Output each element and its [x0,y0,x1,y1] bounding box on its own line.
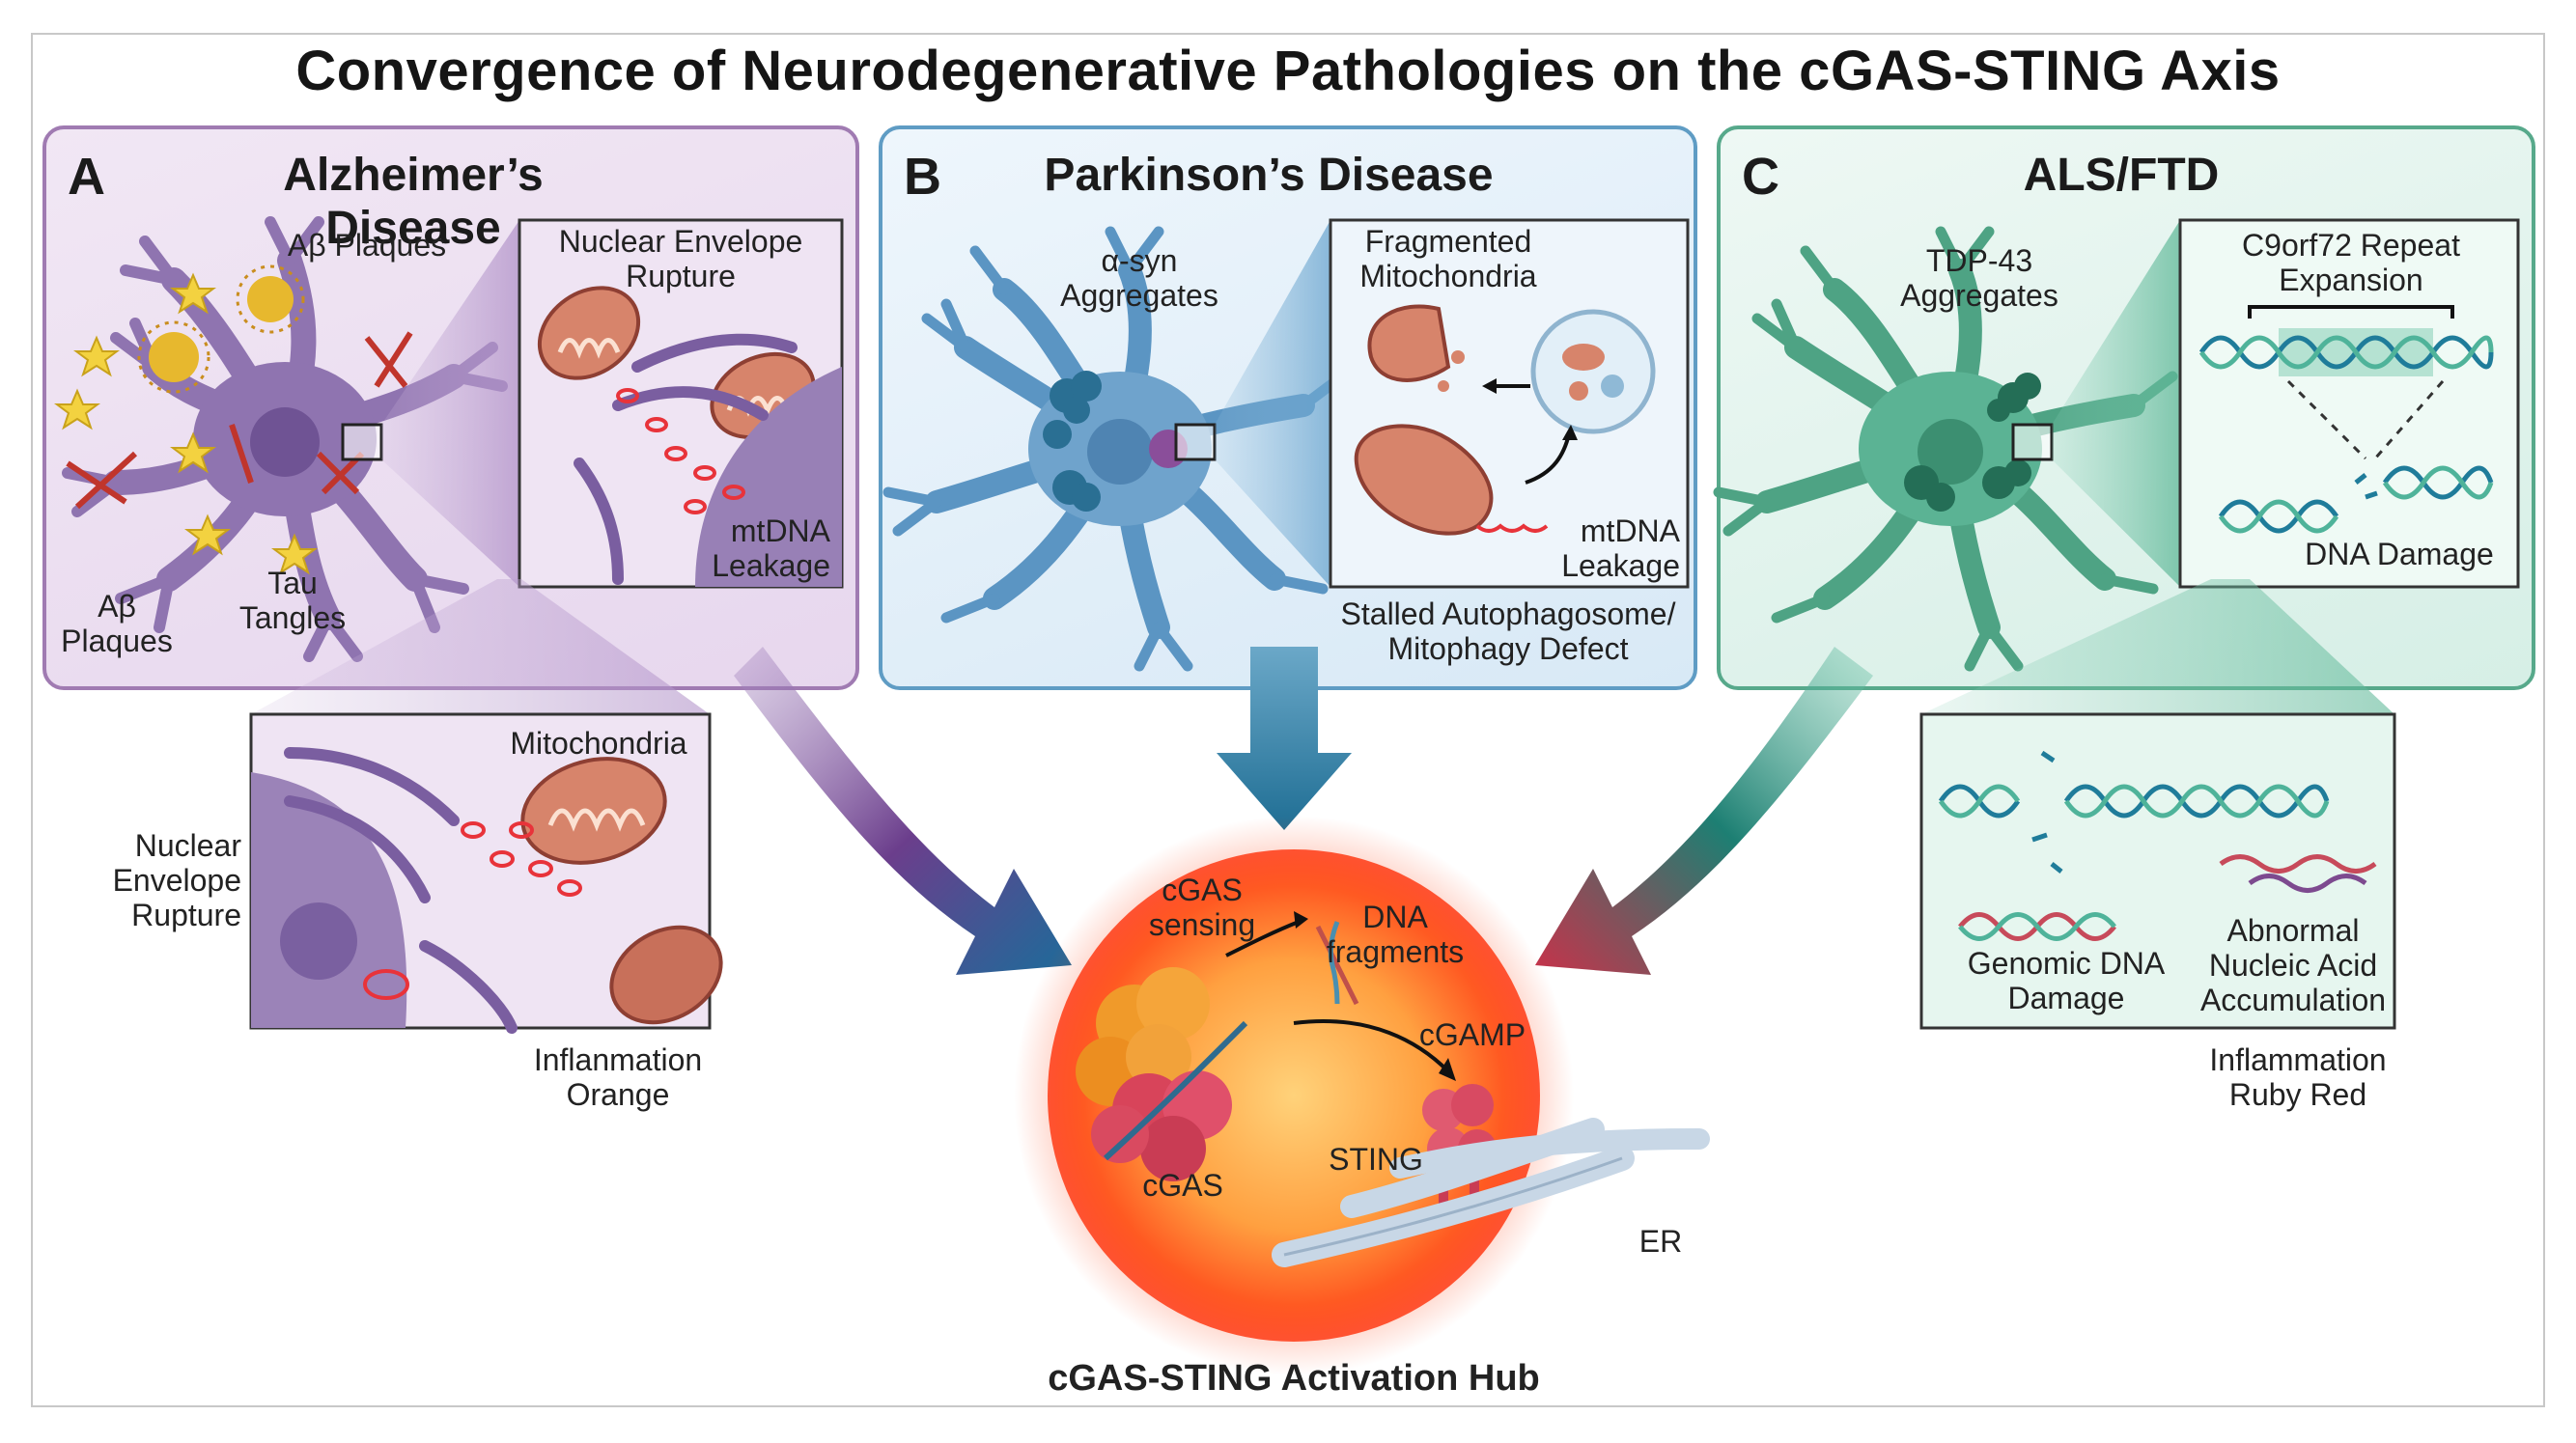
label-fragmented-mitochondria: Fragmented Mitochondria [1359,224,1537,293]
nucleolus-a2 [280,902,357,980]
er-membranes-a2 [284,747,518,1034]
dna-helix-icon-c2 [1938,750,2330,874]
label-tdp43-aggregates: TDP-43 Aggregates [1900,243,2058,313]
label-stalled-autophagosome: Stalled Autophagosome/ Mitophagy Defect [1340,597,1676,666]
label-mtdna-leakage-a: mtDNA Leakage [712,513,830,583]
label-cgas-sensing: cGAS sensing [1148,873,1256,942]
repeat-bracket [2248,305,2454,319]
label-dna-damage: DNA Damage [2305,537,2494,571]
label-inflammation-ruby-red: Inflammation Ruby Red [2209,1042,2387,1112]
dna-helix-icon-c1 [2198,335,2494,370]
dna-strand-hub [1103,1020,1248,1161]
label-cgamp: cGAMP [1418,1017,1526,1052]
arrow-head-sensing [1294,911,1308,929]
zoom-marker-c [2011,423,2054,461]
label-genomic-dna-damage: Genomic DNA Damage [1967,946,2166,1015]
arrow-head-b1 [1482,378,1497,394]
mitochondrion-icon-a2 [520,757,723,1025]
label-er: ER [1638,1224,1683,1259]
label-mitochondria: Mitochondria [510,726,687,761]
fragmented-mitochondria-icon [1354,304,1549,536]
arrow-a-to-hub [734,647,1072,975]
arrow-head-b2 [1562,425,1578,440]
star-deposits-icon [54,272,318,575]
er-icon [1272,1118,1710,1267]
panel-a-letter: A [68,148,105,206]
label-c9orf72-expansion: C9orf72 Repeat Expansion [2242,228,2460,297]
zoom-beam-c2 [1921,579,2394,714]
dna-fragments-icon [1315,921,1359,1006]
label-ab-plaques-bottom: Aβ Plaques [61,589,173,658]
arrow-b-to-hub [1217,647,1352,830]
panel-b-title: Parkinson’s Disease [1044,150,1494,201]
tdp43-aggregates-icon [1904,373,2041,512]
hub-caption: cGAS-STING Activation Hub [1048,1358,1540,1399]
figure-title: Convergence of Neurodegenerative Patholo… [295,40,2281,102]
label-dna-fragments: DNA fragments [1326,900,1465,969]
panel-a-title: Alzheimer’s Disease [283,150,544,254]
zoom-panel-c [1919,712,2396,1030]
zoom-marker-b [1174,423,1217,461]
label-ab-plaques-top: Aβ Plaques [287,228,447,263]
panel-b-letter: B [904,148,941,206]
label-mtdna-leakage-b: mtDNA Leakage [1561,513,1680,583]
label-nuclear-envelope-rupture: Nuclear Envelope Rupture [558,224,803,293]
amyloid-plaques-icon [137,264,305,394]
label-asyn-aggregates: α-syn Aggregates [1060,243,1218,313]
nucleic-acid-strands-icon [2219,854,2377,893]
panel-c-letter: C [1742,148,1779,206]
tau-tangles-icon [66,331,413,510]
cgas-protein-icon [1076,967,1232,1181]
figure-frame [31,33,2545,1407]
label-cgas: cGAS [1142,1168,1223,1203]
zoom-beam-b [1215,220,1330,587]
inset-c [2178,218,2520,589]
label-abnormal-nucleic-acid: Abnormal Nucleic Acid Accumulation [2199,913,2387,1017]
label-nuclear-envelope-rupture-zoom: Nuclear Envelope Rupture [112,828,241,932]
label-sting: STING [1329,1142,1423,1177]
zoom-beam-c [2052,220,2180,587]
zoom-marker-a [341,423,383,461]
zoom-beam-a2 [251,579,710,714]
arrow-c-to-hub [1535,647,1873,975]
mtdna-leakage-icon [616,388,745,514]
arrow-cgamp [1293,1019,1450,1073]
autophagosome-icon [1530,309,1656,434]
label-inflammation-orange: Inflanmation Orange [533,1042,703,1112]
zoom-beam-a [381,220,519,587]
arrow-head-cgamp [1439,1058,1456,1081]
arrow-sensing [1225,920,1300,957]
zoom-dashes [2286,379,2445,460]
mtdna-leakage-icon-a2 [363,821,582,1000]
panel-c-title: ALS/FTD [2023,150,2220,201]
nucleus-a [695,367,842,587]
label-tau-tangles: Tau Tangles [238,566,347,635]
genomic-damage-helix-icon [1958,912,2116,941]
dna-damage-helix-icon [2218,465,2494,534]
